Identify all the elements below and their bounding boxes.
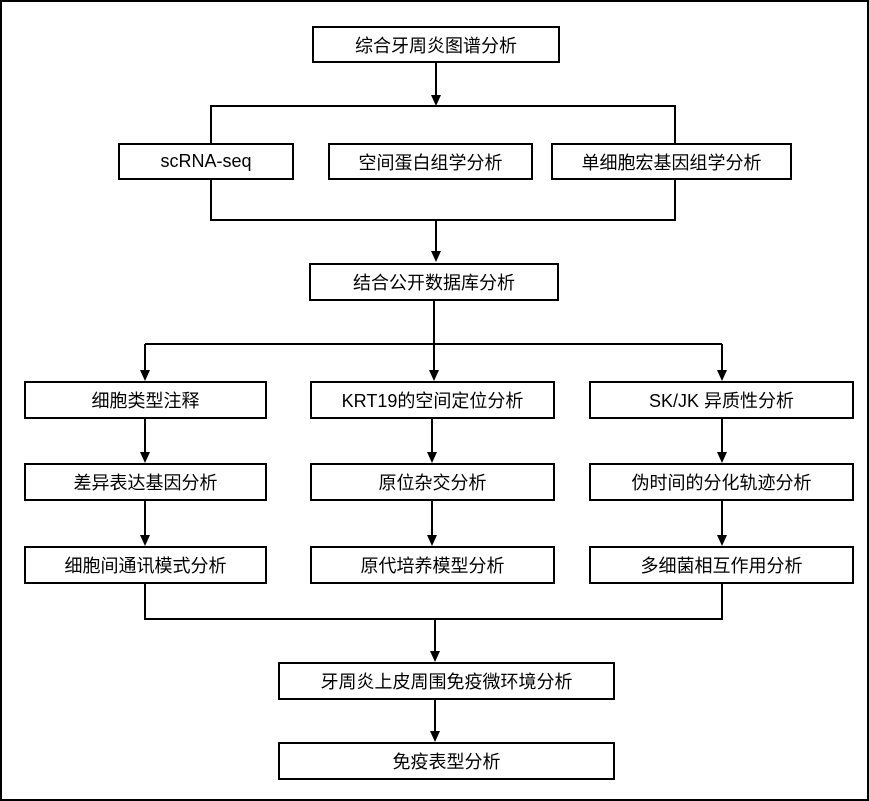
bracket-top-row2 — [210, 105, 676, 143]
arrowhead — [140, 535, 150, 546]
node-primary-culture: 原代培养模型分析 — [310, 546, 555, 584]
arrowhead — [717, 535, 727, 546]
arrowhead — [427, 452, 437, 463]
node-deg-analysis: 差异表达基因分析 — [24, 463, 267, 501]
node-sk-jk-heterogeneity: SK/JK 异质性分析 — [589, 381, 854, 419]
bracket-bottom-merge — [144, 584, 723, 620]
bracket-bottom-row2 — [210, 180, 676, 221]
node-immune-microenvironment: 牙周炎上皮周围免疫微环境分析 — [278, 662, 615, 700]
node-public-db: 结合公开数据库分析 — [309, 263, 559, 301]
arrowhead — [431, 251, 441, 262]
arrowhead — [140, 452, 150, 463]
node-scrna-seq: scRNA-seq — [118, 143, 294, 180]
node-multi-bacteria-interaction: 多细菌相互作用分析 — [589, 546, 854, 584]
node-immunophenotype: 免疫表型分析 — [278, 742, 615, 780]
node-cell-type-annotation: 细胞类型注释 — [24, 381, 267, 419]
node-root: 综合牙周炎图谱分析 — [312, 26, 560, 63]
node-spatial-proteomics: 空间蛋白组学分析 — [328, 143, 533, 180]
arrowhead — [717, 370, 727, 381]
arrowhead — [431, 95, 441, 106]
node-pseudotime-trajectory: 伪时间的分化轨迹分析 — [589, 463, 854, 501]
arrowhead — [140, 370, 150, 381]
node-cell-communication: 细胞间通讯模式分析 — [24, 546, 267, 584]
node-in-situ-hybridization: 原位杂交分析 — [310, 463, 555, 501]
arrowheads — [140, 95, 727, 742]
arrowhead — [430, 731, 440, 742]
node-sc-metagenomics: 单细胞宏基因组学分析 — [551, 143, 792, 180]
arrowhead — [427, 535, 437, 546]
node-krt19-spatial: KRT19的空间定位分析 — [310, 381, 555, 419]
arrowhead — [717, 452, 727, 463]
arrowhead — [429, 370, 439, 381]
arrowhead — [430, 651, 440, 662]
